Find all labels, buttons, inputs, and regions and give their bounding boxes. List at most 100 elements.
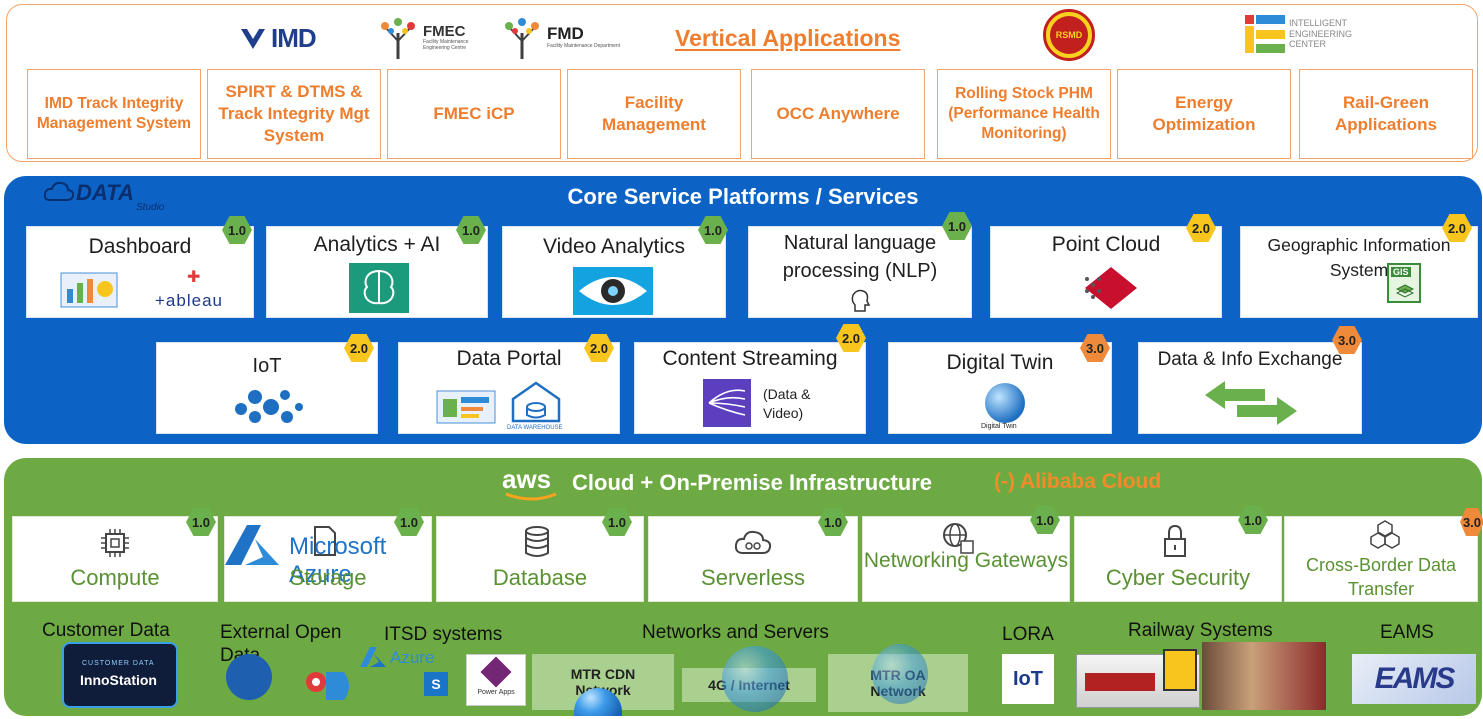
service-label: Content Streaming xyxy=(662,347,838,370)
service-card-gis[interactable]: Geographic Information System GIS xyxy=(1240,226,1478,318)
digital-twin-logo-text: Digital Twin xyxy=(981,423,1017,430)
vertical-app-energy[interactable]: Energy Optimization xyxy=(1117,69,1291,159)
rsmd-logo: RSMD xyxy=(1043,9,1095,61)
infra-card-serverless[interactable]: Serverless xyxy=(648,516,858,602)
vertical-applications-title: Vertical Applications xyxy=(675,25,901,51)
infra-label: Database xyxy=(492,565,588,590)
version-badge: 1.0 xyxy=(602,508,632,536)
service-label: Point Cloud xyxy=(1051,233,1161,256)
power-apps-icon xyxy=(480,656,512,688)
fmd-logo-text: FMD xyxy=(547,24,584,44)
service-card-point-cloud[interactable]: Point Cloud xyxy=(990,226,1222,318)
service-label: Data & Info Exchange xyxy=(1157,349,1343,370)
iec-line-2: ENGINEERING xyxy=(1289,28,1353,39)
core-services-panel: Core Service Platforms / Services DATA S… xyxy=(4,176,1482,444)
version-badge: 1.0 xyxy=(698,216,728,244)
infra-card-cross-border[interactable]: Cross-Border Data Transfer xyxy=(1284,516,1478,602)
alibaba-cloud-logo: (-) Alibaba Cloud xyxy=(994,470,1162,493)
microsoft-azure-logo: Microsoft Azure xyxy=(289,533,387,588)
version-badge: 1.0 xyxy=(456,216,486,244)
azure-small-label: Azure xyxy=(390,648,435,667)
eams-logo: EAMS xyxy=(1352,654,1476,704)
vertical-app-rolling-stock[interactable]: Rolling Stock PHM (Performance Health Mo… xyxy=(937,69,1111,159)
infra-card-compute[interactable]: Compute xyxy=(12,516,218,602)
version-badge: 1.0 xyxy=(818,508,848,536)
vertical-apps-row: IMD Track Integrity Management System SP… xyxy=(27,69,1479,161)
document-icon xyxy=(314,526,336,556)
gis-icon: GIS xyxy=(1387,263,1421,303)
vertical-app-facility[interactable]: Facility Management xyxy=(567,69,741,159)
infrastructure-title: Cloud + On-Premise Infrastructure xyxy=(572,470,933,495)
data-warehouse-label: DATA WAREHOUSE xyxy=(507,425,563,431)
serverless-cloud-icon xyxy=(734,530,772,554)
version-badge: 1.0 xyxy=(942,212,972,240)
data-warehouse-icon xyxy=(511,381,561,423)
vertical-app-rail-green[interactable]: Rail-Green Applications xyxy=(1299,69,1473,159)
database-icon xyxy=(525,526,549,557)
hko-logo-icon xyxy=(226,654,272,700)
cpu-chip-icon xyxy=(101,529,129,557)
eams-label: EAMS xyxy=(1380,622,1434,643)
infra-card-networking[interactable]: Networking Gateways xyxy=(862,516,1070,602)
padlock-icon xyxy=(1164,524,1186,557)
service-card-dashboard[interactable]: Dashboard +ableau ✚ xyxy=(26,226,254,318)
open-data-map-icon xyxy=(306,672,349,700)
streaming-subtext: (Data & Video) xyxy=(763,386,811,421)
version-badge: 3.0 xyxy=(1460,508,1483,536)
infra-label: Networking Gateways xyxy=(863,549,1069,572)
iot-network-icon xyxy=(235,390,303,423)
imd-logo: IMD xyxy=(239,23,317,54)
vertical-app-spirt[interactable]: SPIRT & DTMS & Track Integrity Mgt Syste… xyxy=(207,69,381,159)
iec-line-1: INTELLIGENT xyxy=(1289,17,1348,28)
infra-label: Cross-Border Data Transfer xyxy=(1305,555,1457,600)
service-label: Geographic Information System xyxy=(1267,235,1451,281)
azure-logo-icon xyxy=(225,525,279,565)
sharepoint-icon: S xyxy=(424,672,448,696)
eye-icon xyxy=(573,267,653,315)
service-card-data-exchange[interactable]: Data & Info Exchange xyxy=(1138,342,1362,434)
iec-line-3: CENTER xyxy=(1289,39,1327,50)
digital-twin-globe-icon xyxy=(985,383,1025,423)
network-globe-icon xyxy=(943,523,974,554)
infra-card-storage[interactable]: Microsoft Azure Storage xyxy=(224,516,432,602)
aws-logo: aws xyxy=(502,464,552,494)
service-label: IoT xyxy=(252,355,282,377)
service-card-data-portal[interactable]: Data Portal DATA WAREHOUSE xyxy=(398,342,620,434)
brain-ai-icon xyxy=(349,263,409,313)
service-label: Video Analytics xyxy=(542,235,686,258)
azure-small-icon xyxy=(360,647,386,667)
globe-icon xyxy=(872,644,928,704)
vertical-app-occ[interactable]: OCC Anywhere xyxy=(751,69,925,159)
infra-label: Compute xyxy=(70,565,160,590)
innostation-logo: CUSTOMER DATA InnoStation xyxy=(62,642,178,708)
version-badge: 1.0 xyxy=(394,508,424,536)
data-studio-logo: DATA Studio xyxy=(43,180,164,213)
speaking-head-icon xyxy=(851,289,871,312)
data-studio-subtext: Studio xyxy=(136,202,165,213)
aws-smile-icon xyxy=(505,492,557,501)
train-image xyxy=(1076,649,1200,708)
service-card-iot[interactable]: IoT xyxy=(156,342,378,434)
tree-icon xyxy=(505,18,539,59)
service-card-digital-twin[interactable]: Digital Twin Digital Twin xyxy=(888,342,1112,434)
tree-icon xyxy=(381,18,415,59)
globe-icon xyxy=(722,646,788,712)
service-card-content-streaming[interactable]: Content Streaming (Data & Video) xyxy=(634,342,866,434)
railway-systems-label: Railway Systems xyxy=(1128,620,1273,641)
lora-label: LORA xyxy=(1002,624,1054,645)
itsd-systems-label: ITSD systems xyxy=(384,624,503,645)
cubes-icon xyxy=(1370,520,1400,549)
service-card-video-analytics[interactable]: Video Analytics xyxy=(502,226,726,318)
portal-screen-icon xyxy=(436,390,496,424)
lora-iot-icon: IoT xyxy=(1002,654,1054,704)
service-card-nlp[interactable]: Natural language processing (NLP) xyxy=(748,226,972,318)
streaming-icon xyxy=(703,379,751,427)
networks-servers-label: Networks and Servers xyxy=(642,622,829,643)
vertical-app-imd[interactable]: IMD Track Integrity Management System xyxy=(27,69,201,159)
version-badge: 1.0 xyxy=(222,216,252,244)
vertical-app-fmec-icp[interactable]: FMEC iCP xyxy=(387,69,561,159)
vertical-applications-panel: IMD FMEC Facility Maintenance Engineerin… xyxy=(6,4,1478,162)
infra-card-cyber-security[interactable]: Cyber Security xyxy=(1074,516,1282,602)
service-card-analytics-ai[interactable]: Analytics + AI xyxy=(266,226,488,318)
